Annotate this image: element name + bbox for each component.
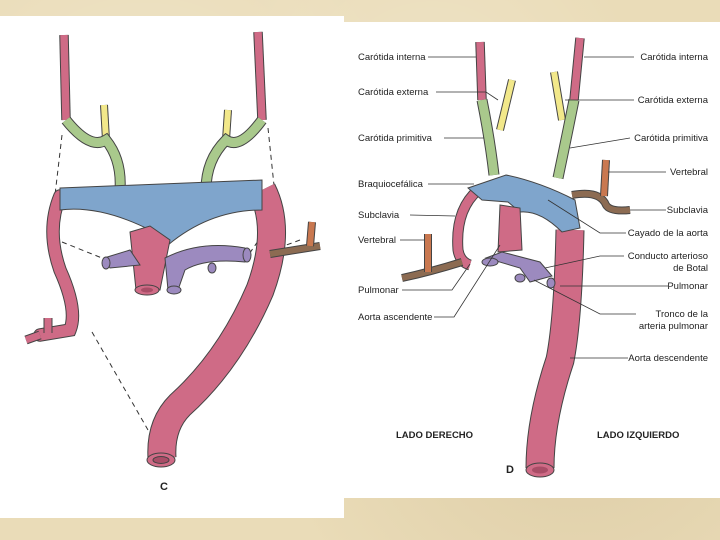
leader-lines xyxy=(400,56,668,359)
label-tronco-1: Tronco de la xyxy=(656,309,709,320)
label-vertebral-right: Vertebral xyxy=(358,235,396,246)
label-braquiocefalica: Braquiocefálica xyxy=(358,179,424,190)
panel-c-drawing: C xyxy=(24,31,321,493)
label-aorta-descendente: Aorta descendente xyxy=(628,353,708,364)
label-lado-izquierdo: LADO IZQUIERDO xyxy=(597,430,679,441)
label-subclavia-left: Subclavia xyxy=(667,205,709,216)
label-carotida-primitiva-right: Carótida primitiva xyxy=(358,133,433,144)
aorta-ascending xyxy=(497,204,523,253)
label-carotida-externa-left: Carótida externa xyxy=(638,95,709,106)
panel-c-letter: C xyxy=(160,481,168,493)
label-carotida-interna-left: Carótida interna xyxy=(640,52,708,63)
pulmonary-left xyxy=(164,245,246,291)
label-tronco-2: arteria pulmonar xyxy=(639,321,708,332)
label-carotida-externa-right: Carótida externa xyxy=(358,87,429,98)
panel-d-drawing: Carótida interna Carótida externa Caróti… xyxy=(358,37,709,478)
truncus xyxy=(129,225,171,291)
label-pulmonar-left: Pulmonar xyxy=(667,281,708,292)
label-vertebral-left: Vertebral xyxy=(670,167,708,178)
label-cayado: Cayado de la aorta xyxy=(628,228,709,239)
label-aorta-ascendente: Aorta ascendente xyxy=(358,312,432,323)
aortic-arch xyxy=(467,174,581,233)
label-conducto-1: Conducto arterioso xyxy=(628,251,708,262)
label-pulmonar-right: Pulmonar xyxy=(358,285,399,296)
label-carotida-interna-right: Carótida interna xyxy=(358,52,426,63)
label-carotida-primitiva-left: Carótida primitiva xyxy=(634,133,709,144)
label-conducto-2: de Botal xyxy=(673,263,708,274)
pulmonary-trunk xyxy=(484,251,553,283)
label-lado-derecho: LADO DERECHO xyxy=(396,430,473,441)
label-subclavia-right: Subclavia xyxy=(358,210,400,221)
panel-d-letter: D xyxy=(506,464,514,476)
